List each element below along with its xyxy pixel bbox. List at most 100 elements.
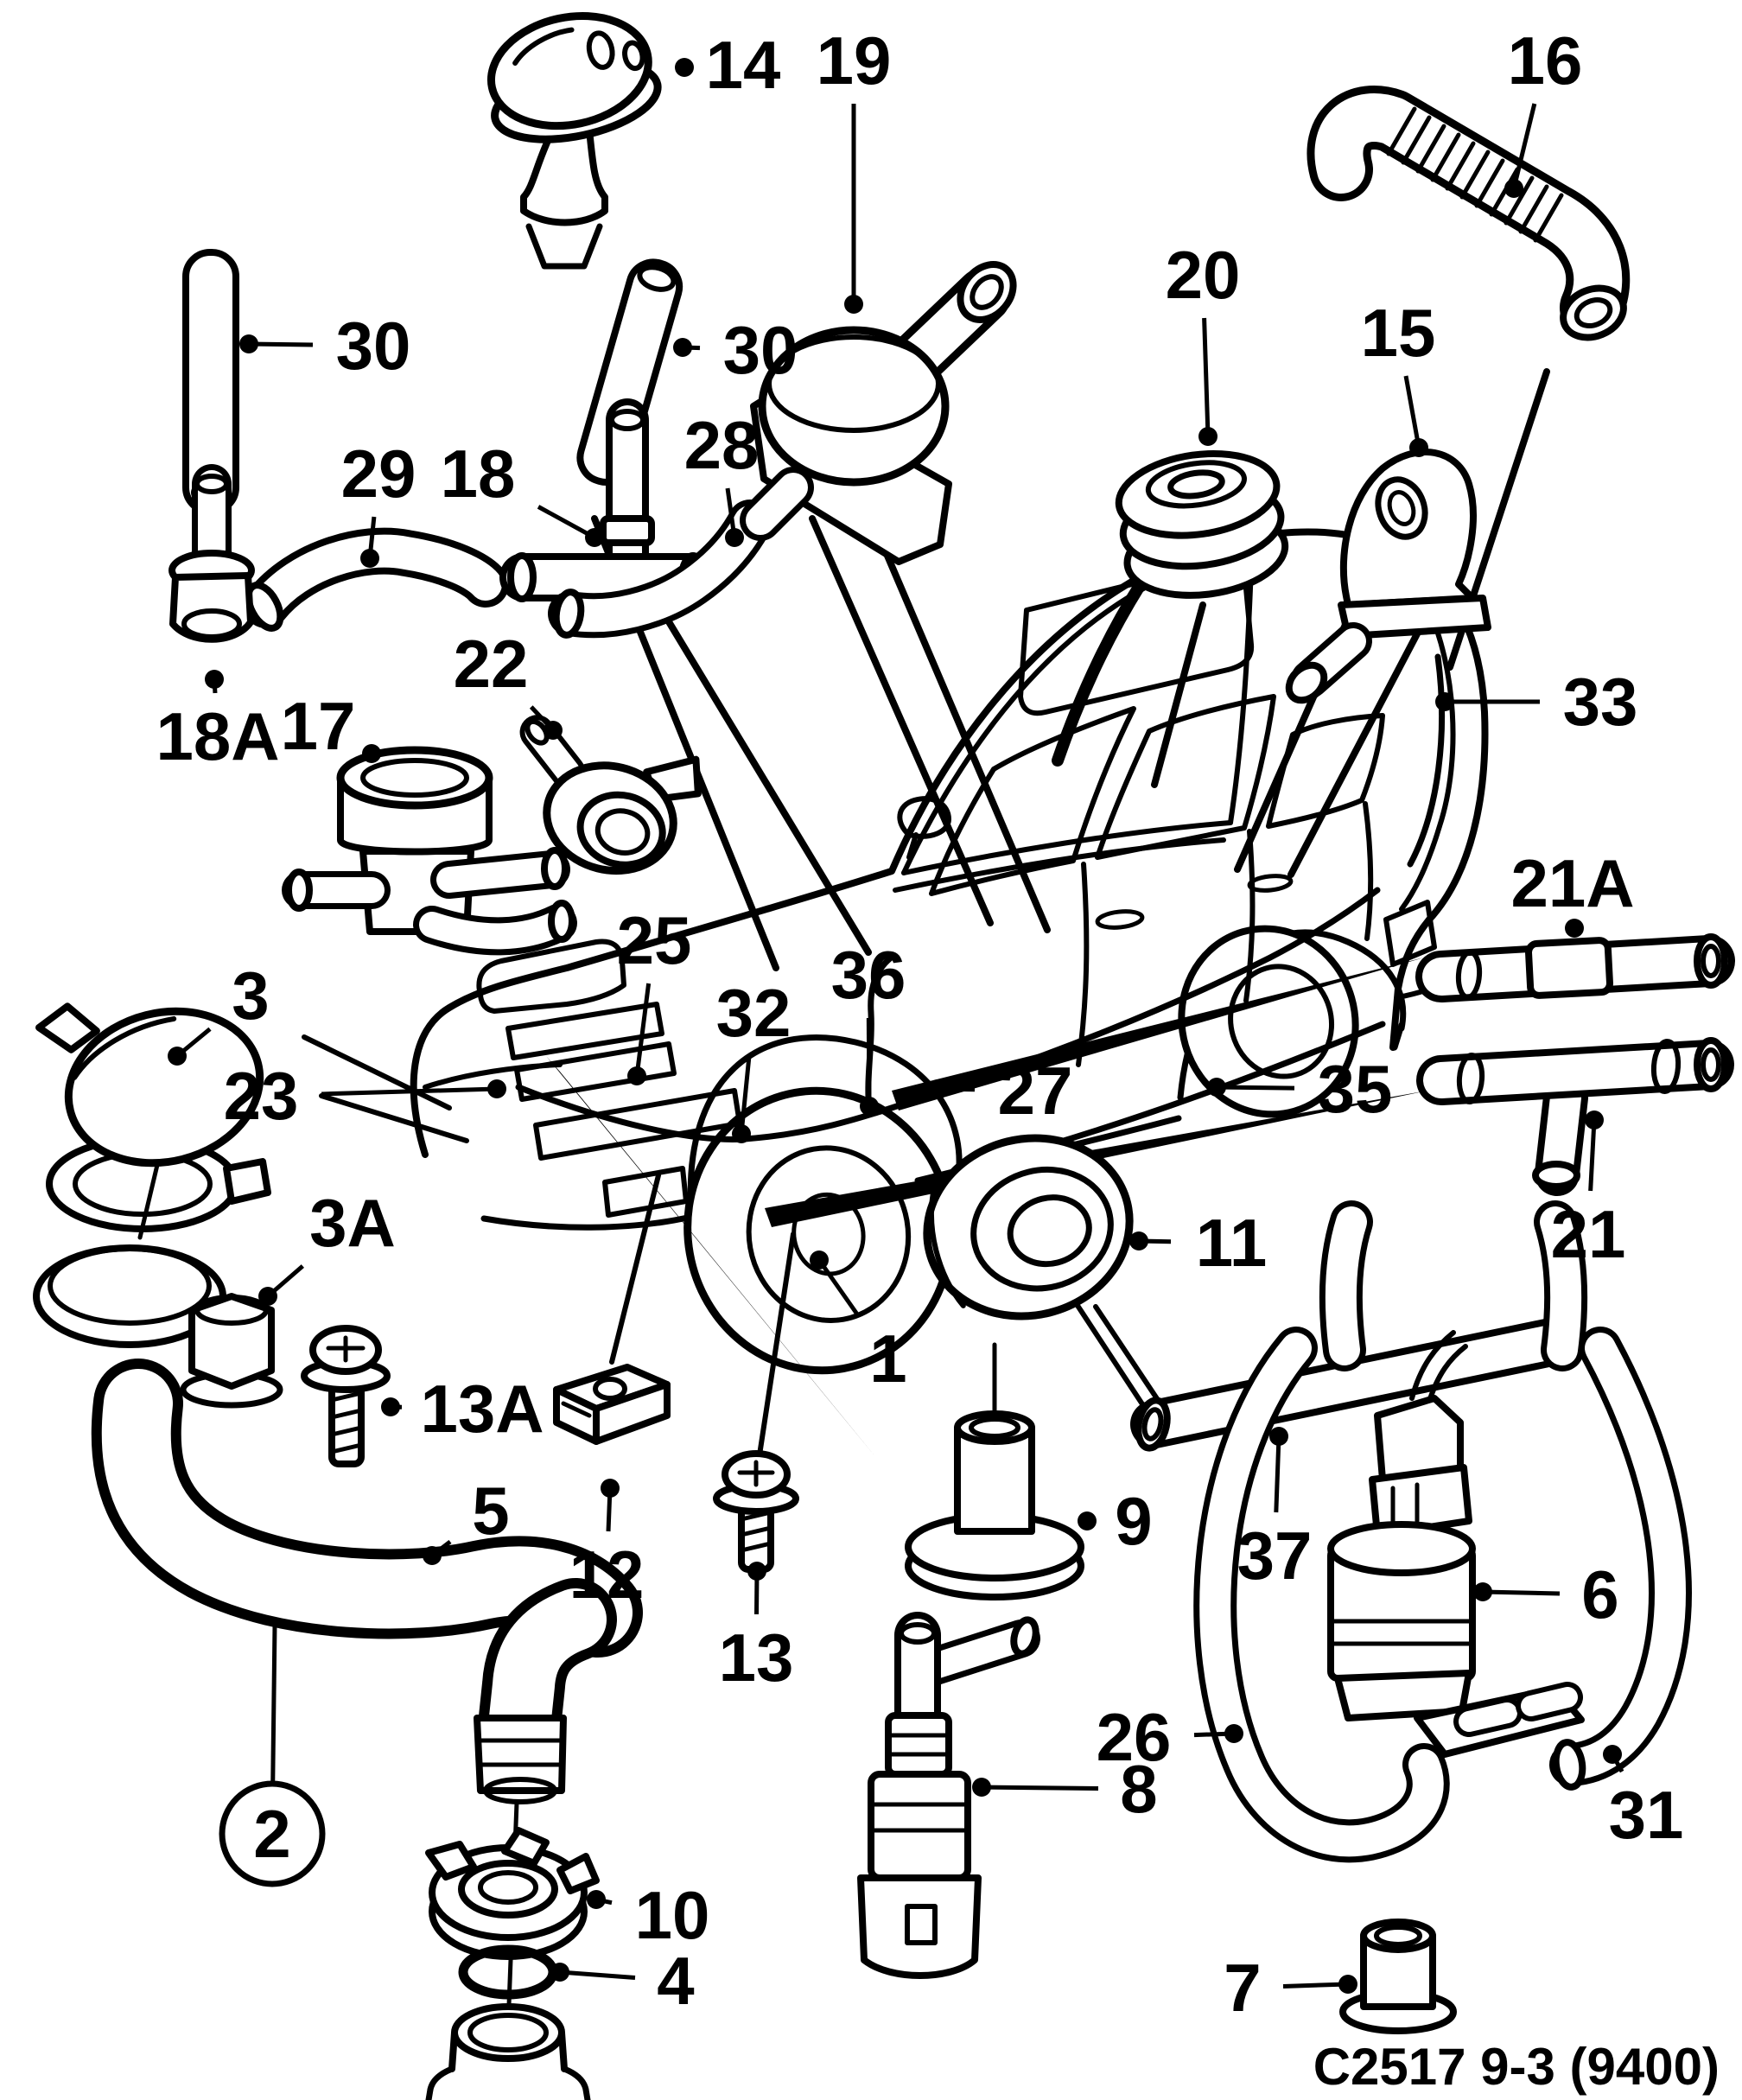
callout-26: 26	[1097, 1699, 1243, 1775]
callout-23: 23	[224, 1058, 506, 1134]
leader-line	[1274, 1435, 1281, 1513]
callout-25: 25	[617, 902, 691, 1085]
callout-28: 28	[684, 407, 759, 547]
leader-dot	[844, 295, 863, 314]
part-number-label: 36	[831, 937, 906, 1013]
callout-1: 1	[810, 1250, 907, 1397]
washer-hose-part-26	[1193, 1200, 1450, 1863]
part-number-label: 16	[1508, 22, 1583, 99]
callout-10: 10	[587, 1877, 709, 1953]
leader-dot	[928, 1079, 947, 1098]
callout-7: 7	[1224, 1950, 1357, 2026]
part-number-label: 21A	[1510, 845, 1634, 921]
grommet-part-20	[1115, 449, 1289, 599]
bumper-slot	[533, 1088, 742, 1161]
leader-dot	[1435, 692, 1454, 711]
rear-wheel	[1178, 925, 1359, 1118]
leader-dot	[627, 1066, 646, 1085]
callout-20: 20	[1166, 237, 1240, 446]
elbow-connector-part-18A	[168, 464, 255, 643]
leader-line	[537, 505, 596, 540]
callout-18A: 18A	[156, 670, 280, 774]
front-wheel	[683, 1086, 955, 1375]
callout-36: 36	[831, 937, 906, 1116]
part-number-label: 18A	[156, 698, 279, 774]
leader-dot	[1473, 1582, 1492, 1601]
leader-dot	[725, 528, 744, 547]
part-number-label: 30	[723, 312, 798, 388]
reservoir-neck	[425, 2003, 591, 2100]
leader-line	[1403, 375, 1421, 449]
bayonet-ring-part-10	[425, 1827, 600, 1960]
callout-21A: 21A	[1510, 845, 1635, 938]
part-number-label: 5	[472, 1473, 509, 1549]
leader-line	[739, 1055, 752, 1135]
figure-code: C2517 9-3 (9400)	[1313, 2038, 1720, 2096]
washer-hose-part-30-right	[576, 258, 683, 486]
tee-connector-part-21	[1416, 1037, 1734, 1196]
leader-line	[559, 1970, 636, 1980]
leader-dot	[487, 1079, 506, 1098]
part-number-label: 3	[232, 958, 269, 1034]
wedge-pointer	[546, 1056, 877, 1459]
callout-3: 3	[168, 958, 270, 1066]
leader-line	[1216, 1085, 1295, 1091]
part-number-label: 7	[1224, 1950, 1261, 2026]
callout-9: 9	[1078, 1483, 1153, 1559]
leader-dot	[1585, 1110, 1604, 1130]
part-number-label: 26	[1097, 1699, 1172, 1775]
part-number-label: 35	[1318, 1051, 1393, 1127]
leader-dot	[362, 744, 381, 763]
nozzle-bracket-part-15	[1285, 449, 1491, 704]
part-number-label: 3A	[309, 1185, 396, 1261]
leader-dot	[673, 338, 692, 357]
grille-slat	[505, 1002, 664, 1060]
part-number-label: 17	[281, 688, 356, 764]
leader-dot	[675, 58, 694, 77]
leader-dot	[1207, 1078, 1226, 1097]
part-number-label: 11	[1196, 1205, 1267, 1281]
part-number-label: 27	[998, 1053, 1073, 1129]
part-number-label: 22	[454, 626, 529, 702]
part-number-label: 2	[253, 1796, 290, 1872]
clip-nut-part-12	[553, 1364, 671, 1445]
leader-dot	[1129, 1231, 1148, 1250]
leader-dot	[1224, 1724, 1243, 1743]
callout-35: 35	[1207, 1051, 1392, 1127]
part-number-label: 9	[1115, 1483, 1152, 1559]
callout-33: 33	[1435, 664, 1637, 740]
corrugated-hose-part-16	[1306, 86, 1631, 341]
grommet-part-7	[1339, 1919, 1457, 2034]
leader-line	[248, 341, 314, 347]
leader-dot	[423, 1546, 442, 1565]
washer-hose-part-29	[243, 527, 509, 632]
headlight	[476, 939, 626, 1014]
part-number-label: 29	[341, 436, 416, 512]
part-number-label: 10	[635, 1877, 710, 1953]
leader-dot	[360, 549, 379, 568]
leader-dot	[585, 528, 604, 547]
callout-2: 2	[219, 1624, 326, 1887]
part-number-label: 13A	[420, 1371, 544, 1447]
part-number-label: 33	[1563, 664, 1638, 740]
leader-dot	[860, 1097, 879, 1116]
check-valve-part-19	[740, 261, 1017, 565]
washer-pump-part-6	[1327, 1521, 1585, 1758]
leader-dot	[381, 1397, 400, 1416]
leader-line	[817, 1258, 860, 1317]
part-number-label: 8	[1120, 1751, 1157, 1827]
car-body-illustration	[410, 528, 1489, 1375]
callout-8: 8	[972, 1751, 1158, 1827]
leader-dot	[810, 1250, 829, 1270]
leader-dot	[1603, 1745, 1622, 1764]
leader-dot	[258, 1287, 277, 1306]
leader-dot	[1269, 1427, 1288, 1446]
leader-dot	[1504, 179, 1523, 198]
leader-line	[321, 1086, 498, 1097]
callout-11: 11	[1129, 1205, 1267, 1281]
leader-dot	[1078, 1511, 1097, 1530]
four-way-valve-part-17	[282, 746, 577, 956]
callout-21: 21	[1551, 1110, 1625, 1272]
leader-dot	[168, 1047, 187, 1066]
